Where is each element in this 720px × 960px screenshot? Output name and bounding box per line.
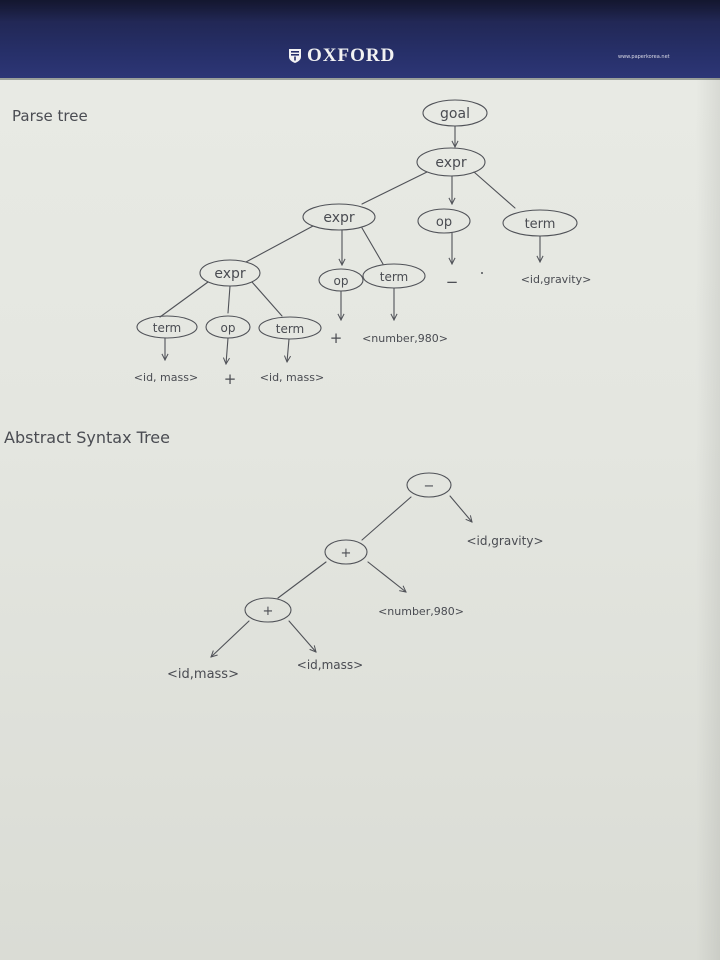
sheet-edge-shadow xyxy=(696,78,720,960)
edge-expr-low-op xyxy=(227,285,231,314)
node-expr-mid xyxy=(302,203,376,231)
abstract-syntax-tree: Abstract Syntax Tree − <id,gravity> + <n… xyxy=(4,428,544,682)
edge-expr-mid-term xyxy=(361,227,384,265)
node-term-mid-label: term xyxy=(380,270,409,284)
edge-expr-mid-expr-low xyxy=(245,225,314,263)
ast-node-root-label: − xyxy=(424,479,435,494)
node-expr-low-label: expr xyxy=(214,266,246,282)
node-op-low-label: op xyxy=(221,321,236,335)
leaf-number-980: <number,980> xyxy=(362,332,448,345)
edge-expr-top-term xyxy=(473,171,516,209)
ast-edge-root-gravity xyxy=(449,495,472,522)
ast-edge-plus-low-mass-left xyxy=(211,620,250,657)
ast-node-plus-low xyxy=(244,597,292,623)
node-term-low-left-label: term xyxy=(153,321,182,335)
ast-edge-plus-mid-number xyxy=(367,561,406,592)
leaf-id-mass-right: <id, mass> xyxy=(260,371,324,384)
node-term-low-right xyxy=(258,316,322,340)
edge-expr-low-term-right xyxy=(251,281,283,317)
edge-term-low-right-mass xyxy=(287,338,289,362)
leaf-id-mass-left: <id, mass> xyxy=(134,371,198,384)
ast-node-plus-mid-label: + xyxy=(341,546,352,561)
ast-node-root xyxy=(406,472,452,498)
parse-tree-title: Parse tree xyxy=(12,107,88,125)
header-shadow xyxy=(0,0,720,22)
node-expr-top-label: expr xyxy=(435,155,467,171)
edge-expr-low-term-left xyxy=(159,281,209,318)
oxford-header-band: OXFORD www.paperkorea.net xyxy=(0,0,720,78)
ast-node-plus-mid xyxy=(324,539,368,565)
ast-leaf-id-gravity: <id,gravity> xyxy=(466,534,543,548)
ast-leaf-number-980: <number,980> xyxy=(378,605,464,618)
ast-title: Abstract Syntax Tree xyxy=(4,428,170,447)
leaf-minus: − xyxy=(446,273,459,291)
parse-tree: Parse tree goal expr expr op − xyxy=(12,99,592,388)
node-term-low-right-label: term xyxy=(276,322,305,336)
edge-op-low-plus xyxy=(226,337,228,364)
ast-leaf-id-mass-right: <id,mass> xyxy=(297,658,363,672)
node-goal-label: goal xyxy=(440,106,470,122)
brand-name: OXFORD xyxy=(307,45,396,66)
node-op-top-label: op xyxy=(436,215,452,230)
edge-expr-top-expr-mid xyxy=(361,171,428,205)
brand-url: www.paperkorea.net xyxy=(618,54,670,60)
ast-node-plus-low-label: + xyxy=(263,604,274,619)
oxford-brand: OXFORD xyxy=(288,45,395,67)
stray-dot xyxy=(481,272,483,274)
ast-edge-root-plus xyxy=(361,496,412,541)
oxford-shield-icon xyxy=(289,49,301,63)
leaf-plus-mid: + xyxy=(330,329,343,347)
leaf-plus-low: + xyxy=(224,370,237,388)
ast-edge-plus-mid-plus-low xyxy=(277,561,327,599)
node-term-top-label: term xyxy=(525,217,556,232)
node-op-mid-label: op xyxy=(334,274,349,288)
ast-edge-plus-low-mass-right xyxy=(288,620,316,652)
node-expr-top xyxy=(416,147,486,177)
node-op-top xyxy=(417,208,471,234)
header-divider xyxy=(0,78,720,80)
node-term-low-left xyxy=(136,315,198,339)
ast-leaf-id-mass-left: <id,mass> xyxy=(167,667,239,682)
node-expr-mid-label: expr xyxy=(323,210,355,226)
leaf-id-gravity: <id,gravity> xyxy=(521,273,592,286)
